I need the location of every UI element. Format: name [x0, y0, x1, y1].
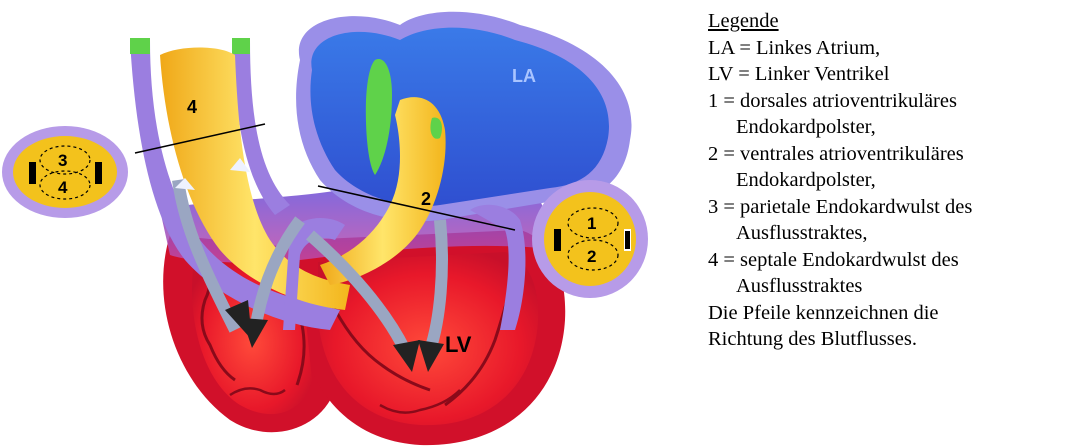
legend-line: Ausflusstraktes,	[708, 220, 1068, 247]
legend-lines: LA = Linkes Atrium,LV = Linker Ventrikel…	[708, 35, 1068, 353]
legend-line: Ausflusstraktes	[708, 273, 1068, 300]
legend-line: 2 = ventrales atrioventrikuläres	[708, 141, 1068, 168]
legend: Legende LA = Linkes Atrium,LV = Linker V…	[708, 8, 1068, 353]
legend-line: 4 = septale Endokardwulst des	[708, 247, 1068, 274]
cushion-4-label: 4	[187, 97, 197, 117]
legend-line: 1 = dorsales atrioventrikuläres	[708, 88, 1068, 115]
section-circle-right: 1 2	[532, 180, 648, 298]
section-left-top-label: 3	[58, 151, 67, 170]
section-right-top-label: 1	[587, 214, 596, 233]
heart-illustration: LA 4 2	[0, 0, 690, 448]
heart-diagram: LA 4 2	[0, 0, 690, 448]
legend-line: LV = Linker Ventrikel	[708, 61, 1068, 88]
lv-label: LV	[445, 332, 472, 357]
cushion-2-label: 2	[421, 189, 431, 209]
section-circle-left: 3 4	[2, 126, 128, 218]
legend-line: Endokardpolster,	[708, 167, 1068, 194]
legend-line: 3 = parietale Endokardwulst des	[708, 194, 1068, 221]
outflow-tract-cap-left	[130, 38, 150, 54]
cushion-3-marker: 3	[0, 0, 1, 1]
legend-line: Die Pfeile kennzeichnen die	[708, 300, 1068, 327]
legend-title: Legende	[708, 8, 1068, 35]
legend-line: Endokardpolster,	[708, 114, 1068, 141]
legend-line: Richtung des Blutflusses.	[708, 326, 1068, 353]
cushion-1-marker: 1	[0, 0, 1, 1]
section-left-bottom-label: 4	[58, 178, 68, 197]
section-right-bottom-label: 2	[587, 247, 596, 266]
outflow-tract-cap-right	[232, 38, 250, 54]
legend-line: LA = Linkes Atrium,	[708, 35, 1068, 62]
la-label: LA	[512, 66, 536, 86]
